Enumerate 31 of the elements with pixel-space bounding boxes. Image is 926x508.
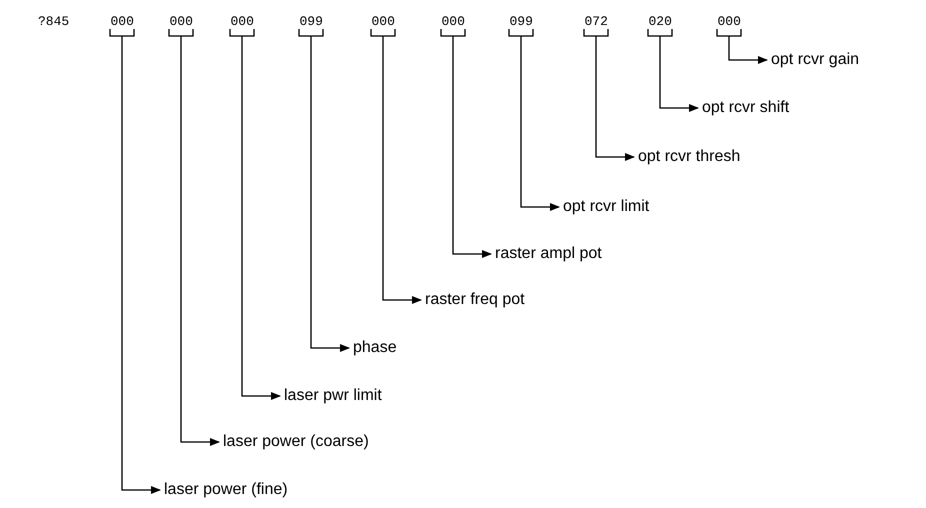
field-value: 000 — [718, 15, 741, 29]
bracket-leader-arrow — [109, 28, 161, 494]
field-label: opt rcvr limit — [563, 198, 650, 216]
field-value: 099 — [510, 15, 533, 29]
field-label: opt rcvr shift — [702, 99, 790, 117]
field-label: raster freq pot — [425, 291, 525, 309]
field-value: 000 — [372, 15, 395, 29]
field-value: 000 — [110, 15, 134, 29]
bracket-leader-arrow — [370, 28, 422, 304]
field-value: 000 — [170, 15, 193, 29]
field-label: opt rcvr thresh — [638, 148, 740, 166]
bracket-leader-arrow — [168, 28, 220, 446]
field-label: raster ampl pot — [495, 245, 602, 263]
field-value: 020 — [648, 15, 672, 29]
field-label: laser pwr limit — [284, 387, 382, 405]
bracket-leader-arrow — [229, 28, 281, 400]
field-value: 072 — [584, 15, 608, 29]
bracket-leader-arrow — [508, 28, 560, 211]
bracket-leader-arrow — [298, 28, 350, 352]
bracket-leader-arrow — [440, 28, 492, 258]
field-value: 000 — [442, 15, 465, 29]
field-value: 099 — [300, 15, 323, 29]
field-label: phase — [353, 339, 397, 357]
bracket-leader-arrow — [716, 28, 768, 64]
field-label: laser power (coarse) — [223, 433, 369, 451]
bracket-leader-arrow — [647, 28, 699, 112]
command-code: ?845 — [38, 15, 70, 29]
field-value: 000 — [230, 15, 254, 29]
field-label: opt rcvr gain — [771, 51, 860, 69]
field-label: laser power (fine) — [164, 481, 288, 499]
bracket-leader-arrow — [583, 28, 635, 161]
